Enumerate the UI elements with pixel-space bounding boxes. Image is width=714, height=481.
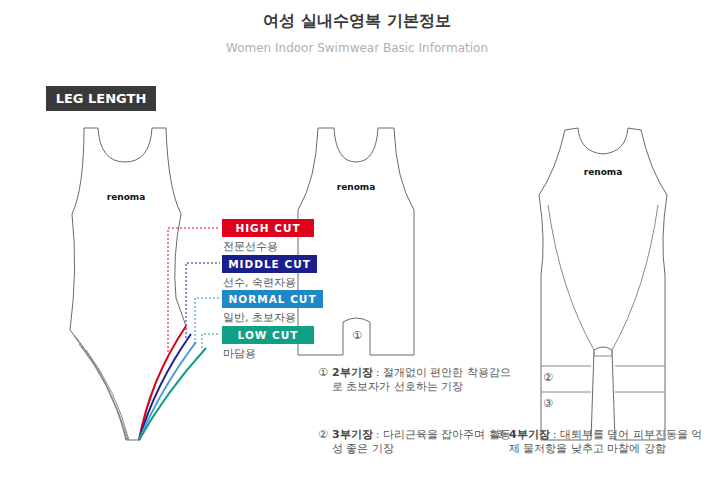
callout-number: ②: [543, 371, 553, 384]
cut-box: NORMAL CUT일반, 초보자용: [222, 290, 323, 308]
callout-number: ②: [318, 428, 328, 442]
suit-outline: [539, 128, 667, 440]
cut-name: MIDDLE CUT: [222, 255, 317, 273]
brand-logo: renoma: [107, 192, 146, 202]
cut-use: 일반, 초보자용: [223, 310, 296, 325]
note-text: 3부기장: 다리근육을 잡아주며 활동성 좋은 기장: [332, 428, 513, 456]
page-subtitle: Women Indoor Swimwear Basic Information: [226, 41, 488, 55]
cut-name: LOW CUT: [222, 326, 314, 344]
cut-box: HIGH CUT전문선수용: [222, 219, 314, 237]
cut-name: LEG LENGTH: [46, 86, 156, 111]
note-text: 2부기장: 절개없이 편안한 착용감으로 초보자가 선호하는 기장: [332, 366, 513, 394]
cut-name: NORMAL CUT: [222, 290, 323, 308]
brand-logo: renoma: [337, 182, 376, 192]
cut-use: 마담용: [223, 346, 256, 361]
note-term: 2부기장: [332, 366, 373, 379]
callout-number: ③: [543, 397, 553, 410]
note-term: 3부기장: [332, 428, 373, 441]
length-note: ③ 4부기장: 대퇴부를 덮어 피부진동을 억제 물저항을 낮추고 마찰에 강함: [495, 428, 705, 456]
callout-number: ①: [318, 366, 328, 380]
cut-box: LOW CUT마담용: [222, 326, 314, 344]
length-note: ② 3부기장: 다리근육을 잡아주며 활동성 좋은 기장: [318, 428, 513, 456]
cut-use: 전문선수용: [223, 239, 278, 254]
suit-outline: [298, 128, 414, 355]
length-note: ① 2부기장: 절개없이 편안한 착용감으로 초보자가 선호하는 기장: [318, 366, 513, 394]
cut-name: HIGH CUT: [222, 219, 314, 237]
section-tag: LEG LENGTH: [46, 86, 156, 111]
callout-number: ①: [352, 329, 362, 342]
cut-box: MIDDLE CUT선수, 숙련자용: [222, 255, 317, 273]
cut-use: 선수, 숙련자용: [223, 275, 296, 290]
note-term: 4부기장: [509, 428, 550, 441]
callout-number: ③: [495, 428, 505, 442]
brand-logo: renoma: [584, 167, 623, 177]
note-text: 4부기장: 대퇴부를 덮어 피부진동을 억제 물저항을 낮추고 마찰에 강함: [509, 428, 705, 456]
page-title: 여성 실내수영복 기본정보: [0, 11, 714, 32]
